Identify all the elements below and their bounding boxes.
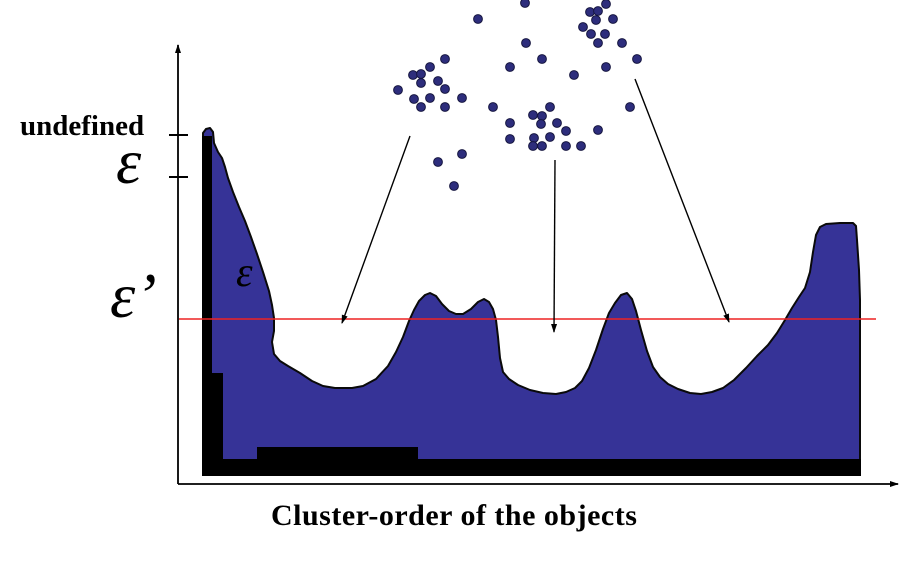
noise-bar (257, 447, 418, 459)
data-point (408, 70, 418, 80)
data-point (528, 110, 538, 120)
data-point (416, 69, 426, 79)
data-point (600, 29, 610, 39)
data-point (537, 111, 547, 121)
data-point (433, 76, 443, 86)
data-point (591, 15, 601, 25)
data-point (561, 126, 571, 136)
data-point (569, 70, 579, 80)
data-point (601, 62, 611, 72)
data-point (585, 7, 595, 17)
data-point (440, 102, 450, 112)
data-point (393, 85, 403, 95)
data-point (520, 0, 530, 8)
epsilon-tick-label: ε (116, 126, 142, 197)
data-point (593, 38, 603, 48)
data-point (632, 54, 642, 64)
data-point (537, 141, 547, 151)
data-point (593, 125, 603, 135)
data-point (617, 38, 627, 48)
data-point (552, 118, 562, 128)
cluster-arrow (341, 135, 411, 324)
data-point (425, 93, 435, 103)
data-point (586, 29, 596, 39)
data-point (521, 38, 531, 48)
data-point (457, 149, 467, 159)
cluster-arrow (634, 78, 730, 323)
data-point (528, 141, 538, 151)
epsilon-prime-tick-label: ε’ (110, 260, 157, 331)
data-point (449, 181, 459, 191)
noise-bar (202, 373, 223, 472)
reachability-silhouette (202, 127, 861, 466)
data-point (488, 102, 498, 112)
data-point (416, 102, 426, 112)
noise-bar (202, 136, 212, 472)
data-point (601, 0, 611, 9)
noise-bar (202, 459, 861, 476)
data-point (529, 133, 539, 143)
x-axis-title: Cluster-order of the objects (271, 499, 638, 532)
data-point (545, 132, 555, 142)
data-point (473, 14, 483, 24)
data-point (593, 6, 603, 16)
data-point (457, 93, 467, 103)
data-point (505, 62, 515, 72)
area-epsilon-annotation: ε (236, 250, 253, 296)
cluster-arrow (551, 159, 558, 333)
data-point (440, 54, 450, 64)
undefined-tick-label: undefined (20, 110, 145, 142)
data-point (409, 94, 419, 104)
data-point (576, 141, 586, 151)
data-point (505, 118, 515, 128)
data-point (578, 22, 588, 32)
data-point (545, 102, 555, 112)
data-point (536, 119, 546, 129)
data-point (537, 54, 547, 64)
data-point (416, 78, 426, 88)
data-point (505, 134, 515, 144)
data-point (561, 141, 571, 151)
data-point (425, 62, 435, 72)
data-point (625, 102, 635, 112)
data-point (433, 157, 443, 167)
data-point (440, 84, 450, 94)
data-point (608, 14, 618, 24)
